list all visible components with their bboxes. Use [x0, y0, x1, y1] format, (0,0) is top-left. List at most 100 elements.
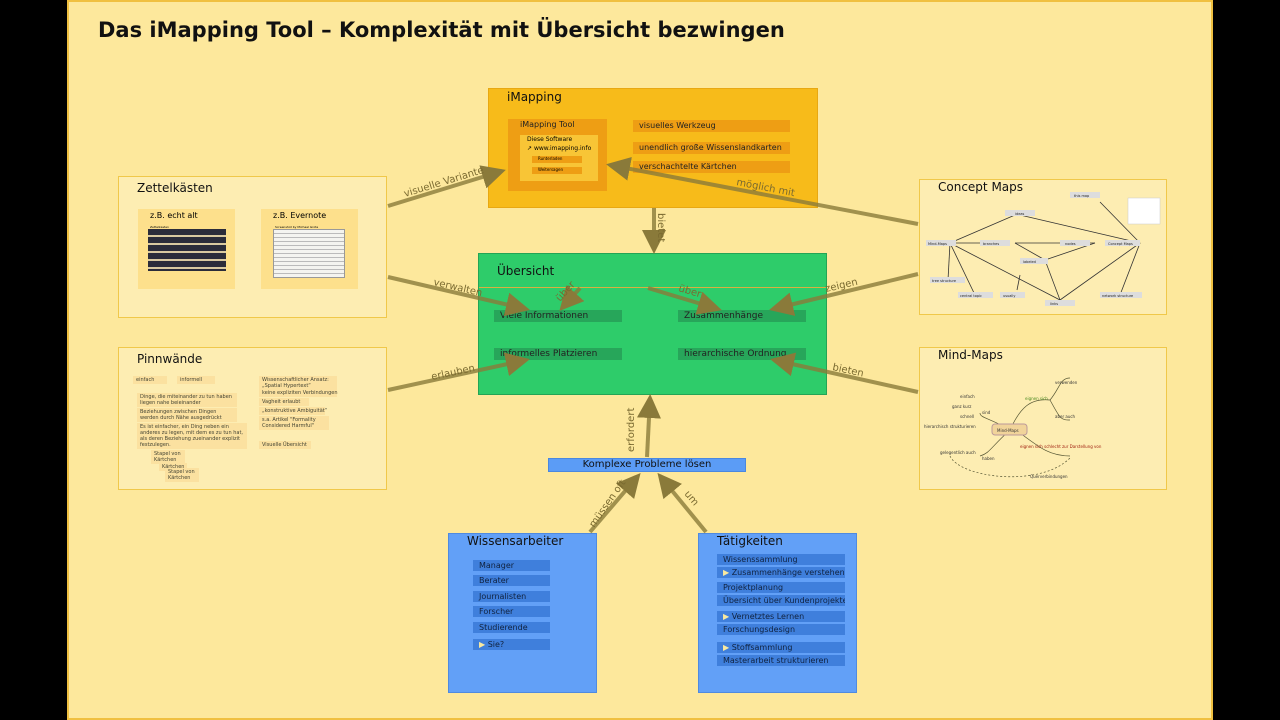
page-title: Das iMapping Tool – Komplexität mit Über… [98, 18, 785, 42]
mind-node: schnell [960, 414, 974, 419]
list-item[interactable]: Projektplanung [717, 582, 845, 593]
example-label: z.B. Evernote [273, 211, 327, 220]
note[interactable]: einfach [133, 376, 167, 384]
download-button[interactable]: Runterladen [532, 156, 582, 163]
note[interactable]: keine expliziten Verbindungen [259, 389, 338, 397]
image-caption: Screenshot by Michael Grote [275, 225, 319, 229]
example-card-evernote[interactable]: z.B. Evernote Screenshot by Michael Grot… [261, 209, 358, 289]
list-item-label: Wissenssammlung [723, 555, 798, 564]
concept-node: Concept Maps [1108, 242, 1133, 246]
feature-item[interactable]: visuelles Werkzeug [633, 120, 790, 132]
list-item[interactable]: Journalisten [473, 591, 550, 602]
imapping-box[interactable]: iMapping iMapping Tool Diese Software ↗ … [488, 88, 818, 208]
list-item[interactable]: ▶ Stoffsammlung [717, 642, 845, 653]
pinnwaende-box[interactable]: Pinnwände einfach informell Dinge, die m… [118, 347, 387, 490]
mind-node: ganz kurz [952, 404, 971, 409]
expand-arrow-icon[interactable]: ▶ [723, 568, 732, 577]
list-item-label: Forscher [479, 607, 514, 616]
list-item[interactable]: Studierende [473, 622, 550, 633]
uebersicht-item[interactable]: informelles Platzieren [494, 348, 622, 360]
stack-note[interactable]: Kärtchen [159, 463, 187, 471]
mind-node: aber auch [1055, 414, 1076, 419]
taetigkeiten-title: Tätigkeiten [717, 534, 783, 548]
list-item[interactable]: ▶ Vernetztes Lernen [717, 611, 845, 622]
concept-node: tree structure [932, 279, 956, 283]
mind-node: gelegentlich auch [940, 450, 976, 455]
mind-node: eignen sich schlecht zur Darstellung von [1020, 444, 1102, 449]
imapping-link[interactable]: ↗ www.imapping.info [527, 145, 591, 152]
feature-item[interactable]: verschachtelte Kärtchen [633, 161, 790, 173]
concept-node: labeled [1023, 260, 1036, 264]
example-card-old[interactable]: z.B. echt alt Zettelkasten [138, 209, 235, 289]
expand-arrow-icon[interactable]: ▶ [723, 612, 732, 621]
uebersicht-box[interactable]: Übersicht Viele Informationen Zusammenhä… [478, 253, 827, 395]
list-item-label: Projektplanung [723, 583, 784, 592]
mind-center: Mind-Maps [997, 428, 1019, 433]
list-item-label: Manager [479, 561, 515, 570]
stack-note[interactable]: Stapel von Kärtchen [165, 468, 199, 482]
list-item[interactable]: Wissenssammlung [717, 554, 845, 565]
concept-node: network structure [1102, 294, 1133, 298]
list-item-label: Stoffsammlung [731, 643, 793, 652]
note[interactable]: Beziehungen zwischen Dingen werden durch… [137, 408, 237, 422]
pinnwaende-title: Pinnwände [137, 352, 203, 366]
list-item[interactable]: Manager [473, 560, 550, 571]
mind-node: eignen sich [1025, 396, 1048, 401]
concept-maps-title: Concept Maps [938, 180, 1024, 194]
note[interactable]: Visuelle Übersicht [259, 441, 311, 449]
evernote-screenshot [273, 229, 345, 278]
list-item-label: Übersicht über Kundenprojekte [723, 596, 845, 605]
image-caption: Zettelkasten [150, 225, 169, 229]
note[interactable]: Es ist einfacher, ein Ding neben ein and… [137, 423, 247, 449]
concept-map-diagram: ideas this map Mind-Maps branches nodes … [926, 192, 1161, 306]
mind-maps-box[interactable]: Mind-Maps Mind-Maps einfach ganz kurz sc… [919, 347, 1167, 490]
list-item[interactable]: Übersicht über Kundenprojekte [717, 595, 845, 606]
list-item[interactable]: Forscher [473, 606, 550, 617]
list-item-label: Studierende [479, 623, 528, 632]
uebersicht-item[interactable]: Viele Informationen [494, 310, 622, 322]
list-item[interactable]: ▶ Sie? [473, 639, 550, 650]
imapping-tool-title: iMapping Tool [520, 120, 575, 129]
example-label: z.B. echt alt [150, 211, 198, 220]
komplexe-probleme-box[interactable]: Komplexe Probleme lösen [548, 458, 746, 472]
note[interactable]: Dinge, die miteinander zu tun haben lieg… [137, 393, 237, 407]
taetigkeiten-box[interactable]: Tätigkeiten Wissenssammlung ▶ Zusammenhän… [698, 533, 857, 693]
note[interactable]: informell [177, 376, 215, 384]
wissensarbeiter-title: Wissensarbeiter [467, 534, 564, 548]
list-item[interactable]: Berater [473, 575, 550, 586]
expand-arrow-icon[interactable]: ▶ [479, 640, 488, 649]
expand-arrow-icon[interactable]: ▶ [723, 643, 732, 652]
list-item[interactable]: Masterarbeit strukturieren [717, 655, 845, 666]
note[interactable]: Vagheit erlaubt [259, 398, 309, 406]
stack-note[interactable]: Stapel von Kärtchen [151, 450, 185, 464]
external-link-icon: ↗ [527, 145, 534, 152]
note[interactable]: s.a. Artikel "Formality Considered Harmf… [259, 416, 329, 430]
list-item[interactable]: ▶ Zusammenhänge verstehen [717, 567, 845, 578]
list-item[interactable]: Forschungsdesign [717, 624, 845, 635]
zettelkaesten-title: Zettelkästen [137, 181, 213, 195]
list-item-label: Zusammenhänge verstehen [731, 568, 845, 577]
mind-node: Querverbindungen [1030, 474, 1068, 479]
concept-node: ideas [1015, 212, 1024, 216]
note[interactable]: „konstruktive Ambiguität“ [259, 407, 327, 415]
mind-node: einfach [960, 394, 975, 399]
uebersicht-item[interactable]: hierarchische Ordnung [678, 348, 806, 360]
share-button[interactable]: Weitersagen [532, 167, 582, 174]
concept-node: links [1050, 302, 1058, 306]
note[interactable]: Wissenschaftlicher Ansatz: „Spatial Hype… [259, 376, 337, 390]
feature-item[interactable]: unendlich große Wissenslandkarten [633, 142, 790, 154]
card-drawer-photo [148, 229, 226, 271]
list-item-label: Masterarbeit strukturieren [723, 656, 829, 665]
mind-node: sind [982, 410, 991, 415]
software-label: Diese Software [527, 136, 573, 143]
concept-node: branches [983, 242, 999, 246]
mind-node: hierarchisch strukturieren [924, 424, 976, 429]
mind-node: verwenden [1055, 380, 1078, 385]
imapping-tool-card[interactable]: iMapping Tool Diese Software ↗ www.imapp… [508, 119, 607, 191]
concept-maps-box[interactable]: Concept Maps ideas this map Mind-Maps br… [919, 179, 1167, 315]
zettelkaesten-box[interactable]: Zettelkästen z.B. echt alt Zettelkasten … [118, 176, 387, 318]
concept-node: this map [1074, 194, 1090, 198]
concept-node: Mind-Maps [928, 242, 947, 246]
uebersicht-item[interactable]: Zusammenhänge [678, 310, 806, 322]
